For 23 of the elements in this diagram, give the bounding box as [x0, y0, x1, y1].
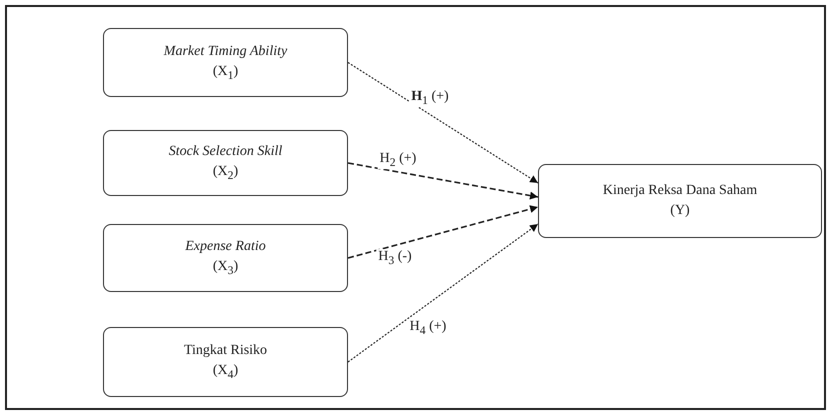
variable-label: Market Timing Ability	[164, 44, 288, 60]
variable-box	[103, 224, 348, 292]
edge-label: H$_{4}$ (+)	[408, 319, 448, 337]
arrow	[348, 224, 538, 362]
variable-label: Tingkat Risiko	[184, 343, 268, 360]
variable-label: Stock Selection Skill	[168, 144, 282, 160]
variable-box	[103, 28, 348, 97]
arrow	[348, 205, 538, 259]
variable-label: (X$_{1}$)	[212, 64, 238, 82]
variable-label: Expense Ratio	[185, 239, 266, 256]
variable-label: (X$_{3}$)	[212, 259, 238, 277]
variable-box	[103, 327, 348, 397]
arrow	[348, 62, 538, 184]
edge-label: H$_{2}$ (+)	[378, 151, 418, 169]
variable-box	[103, 130, 348, 196]
variable-box	[538, 164, 822, 238]
arrow	[348, 162, 538, 200]
variable-label: (Y)	[670, 203, 690, 219]
variable-label: Kinerja Reksa Dana Saham	[602, 183, 758, 199]
variable-label: (X$_{2}$)	[212, 164, 238, 182]
variable-label: (X$_{4}$)	[212, 363, 238, 381]
edge-label: H$_{1}$ (+)	[409, 89, 451, 107]
edge-label: H$_{3}$ (-)	[376, 249, 414, 267]
